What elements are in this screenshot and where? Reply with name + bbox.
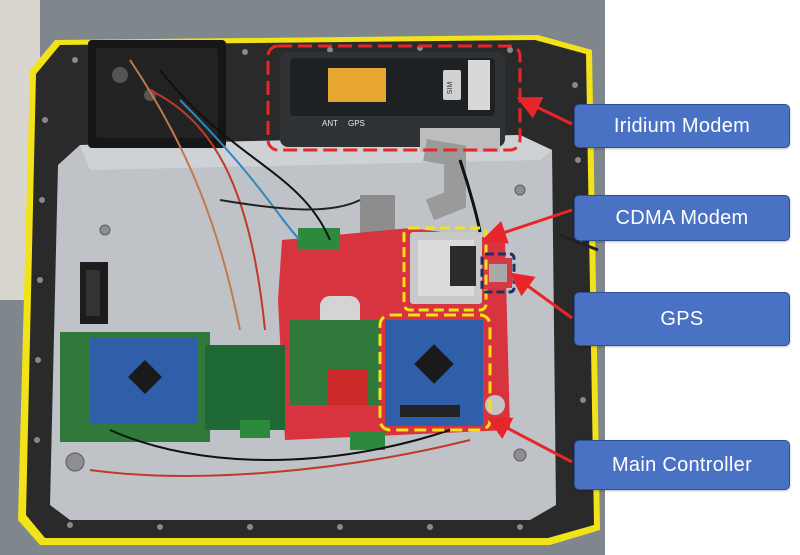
callout-label: Main Controller xyxy=(611,453,753,476)
sim-slot xyxy=(443,70,461,100)
callout-main-controller: Main Controller xyxy=(574,440,790,490)
terminal-block-bottom xyxy=(350,432,385,450)
callout-gps: GPS xyxy=(574,292,790,346)
wiring xyxy=(89,59,599,477)
standoffs xyxy=(65,184,527,472)
arrow-main-controller xyxy=(486,417,573,464)
mcu-chip xyxy=(414,344,454,384)
ribbon-cable-right xyxy=(423,139,466,221)
callout-label: GPS xyxy=(660,307,704,330)
arrow-cdma xyxy=(482,208,573,244)
callout-cdma-modem: CDMA Modem xyxy=(574,195,790,241)
arrow-iridium xyxy=(516,96,573,126)
power-connector xyxy=(112,67,128,83)
main-controller-highlight xyxy=(378,313,492,432)
callout-label: Iridium Modem xyxy=(613,114,751,137)
red-module xyxy=(328,370,368,405)
sim-print: SIM xyxy=(447,82,454,95)
frame-screws xyxy=(34,45,587,530)
coin-cell xyxy=(485,395,505,415)
arrow-gps xyxy=(509,272,573,320)
cdma-highlight xyxy=(402,226,488,312)
ant-print: ANT xyxy=(322,119,338,128)
callout-label: CDMA Modem xyxy=(615,206,749,229)
gps-print: GPS xyxy=(348,119,365,128)
driver-board xyxy=(205,345,285,430)
terminal-block-top xyxy=(298,228,340,250)
cdma-antenna-block xyxy=(450,246,476,286)
modem-sticker xyxy=(328,68,386,102)
callout-iridium-modem: Iridium Modem xyxy=(574,104,790,148)
modem-label-strip xyxy=(468,60,490,110)
gps-highlight xyxy=(480,252,516,294)
